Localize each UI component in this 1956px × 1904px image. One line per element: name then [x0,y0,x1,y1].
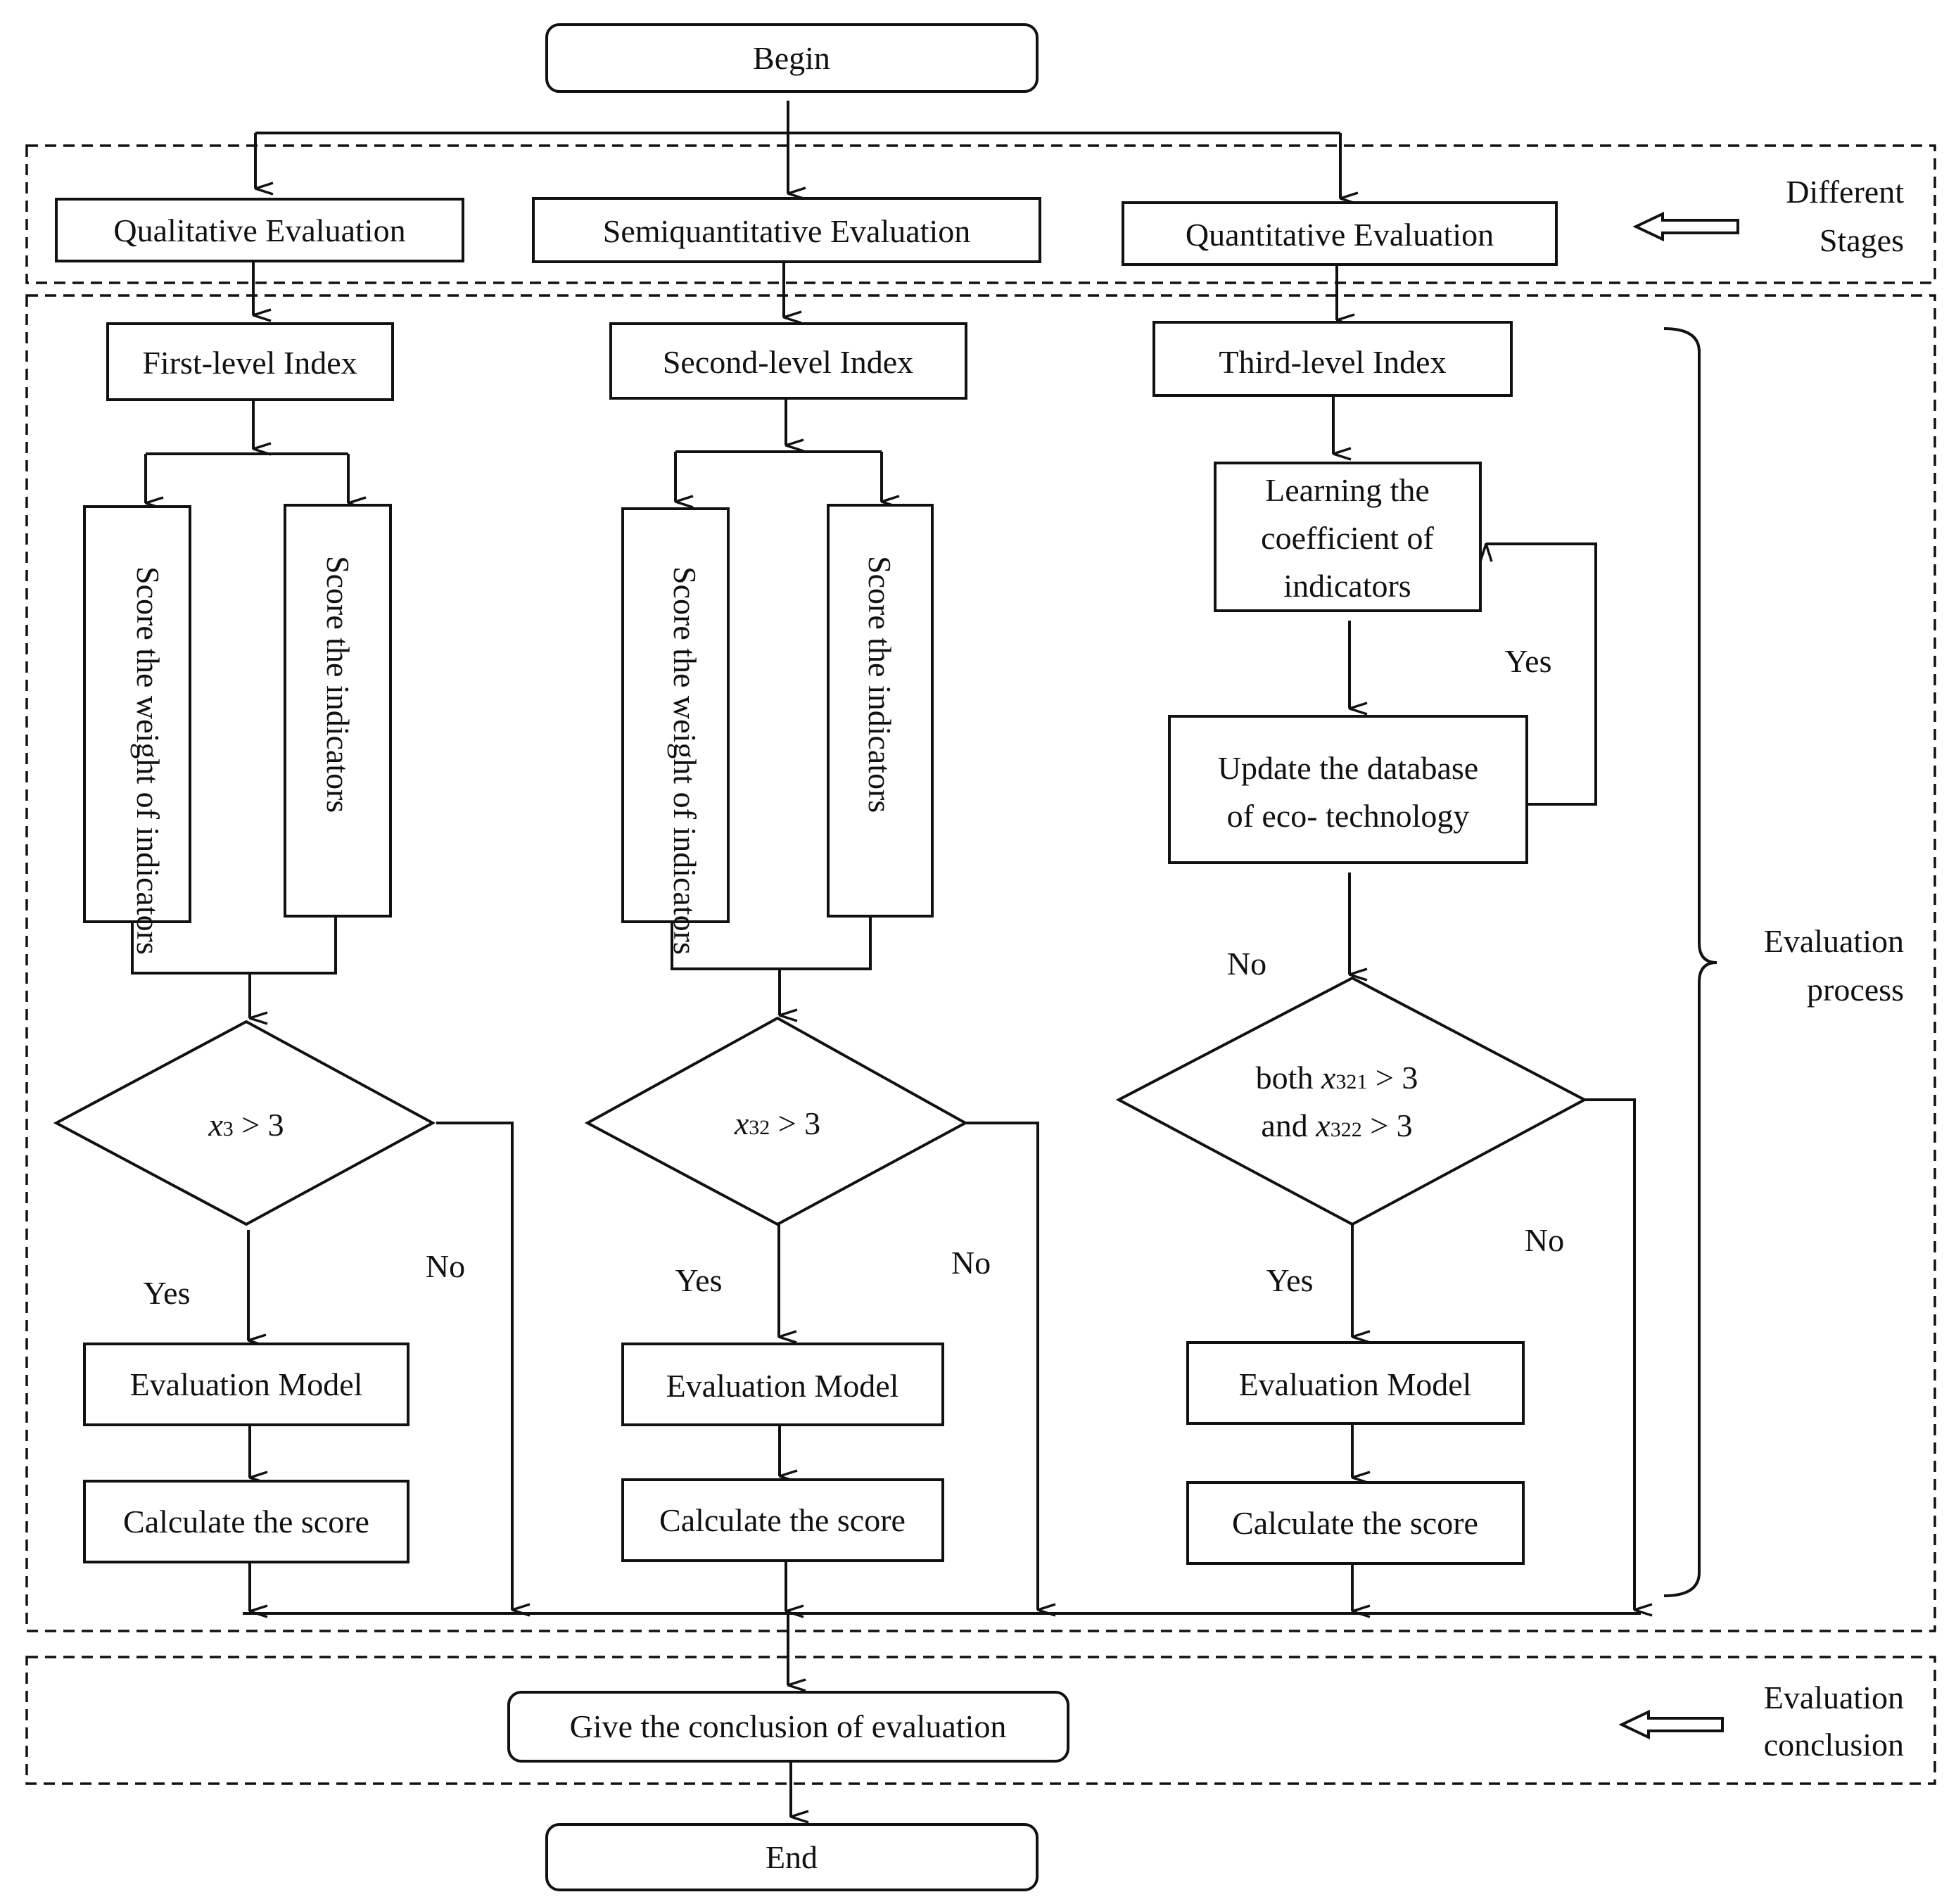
col1-calculate-score-label: Calculate the score [123,1504,369,1540]
learning-coefficient-line2: coefficient of [1261,520,1434,556]
different-stages-label-line2: Stages [1820,222,1904,258]
quantitative-evaluation-box [1122,201,1558,266]
col2-calculate-score-box [621,1478,944,1562]
evaluation-process-label-line1: Evaluation [1764,923,1904,959]
col1-decision-diamond [53,1020,436,1226]
col3-decision-label-line2: and x322 > 3 [1261,1108,1412,1143]
update-database-line2: of eco- technology [1227,798,1470,834]
update-database-line1: Update the database [1218,750,1478,786]
col3-no-label: No [1525,1222,1564,1258]
conclusion-box [507,1691,1069,1763]
evaluation-conclusion-label-line2: conclusion [1764,1727,1904,1763]
evaluation-process-label-line2: process [1807,972,1904,1008]
first-level-index-box [106,322,394,401]
process-frame [25,294,1936,1632]
stages-hollow-arrow [1632,211,1739,242]
end-label: End [766,1839,818,1875]
col1-score-weight-box [83,505,191,923]
col3-decision-label-line1: both x321 > 3 [1256,1060,1418,1096]
different-stages-label-line1: Different [1786,174,1904,210]
col2-score-weight-box [621,507,730,923]
col1-score-weight-label: Score the weight of indicators [130,566,166,955]
begin-label: Begin [753,40,830,76]
col3-no-connector [1585,1098,1634,1610]
col1-yes-label: Yes [144,1275,191,1311]
qualitative-evaluation-label: Qualitative Evaluation [113,212,405,248]
conclusion-frame [25,1656,1936,1785]
col2-evaluation-model-box [621,1343,944,1426]
col3-yes-label: Yes [1266,1262,1314,1298]
col1-merge-connector [131,916,337,975]
col2-no-label: No [951,1245,991,1281]
second-level-index-label: Second-level Index [663,344,913,380]
semiquantitative-evaluation-label: Semiquantitative Evaluation [603,213,971,249]
col1-evaluation-model-label: Evaluation Model [130,1366,363,1402]
col2-score-indicators-box [827,504,934,918]
col3-decision-diamond [1115,976,1588,1226]
col2-no-connector [965,1122,1038,1610]
col3-calculate-score-box [1186,1481,1525,1565]
col2-score-weight-label: Score the weight of indicators [667,566,703,955]
col2-decision-label: x32 > 3 [734,1105,820,1141]
col3-evaluation-model-box [1186,1341,1525,1425]
loop-yes-label: Yes [1505,643,1552,679]
col1-decision-label: x3 > 3 [208,1107,284,1143]
third-level-index-box [1152,321,1513,397]
learning-coefficient-line1: Learning the [1265,472,1430,508]
col1-no-label: No [426,1248,465,1284]
conclusion-hollow-arrow [1618,1709,1724,1740]
qualitative-evaluation-box [55,198,464,262]
col1-calculate-score-box [83,1480,409,1563]
update-loop-connector [1486,542,1597,806]
begin-terminal [545,23,1039,93]
col3-evaluation-model-label: Evaluation Model [1239,1366,1472,1402]
end-terminal [545,1823,1039,1891]
col1-score-indicators-label: Score the indicators [320,556,356,813]
evaluation-conclusion-label-line1: Evaluation [1764,1680,1904,1715]
quantitative-evaluation-label: Quantitative Evaluation [1186,217,1494,253]
col2-yes-label: Yes [675,1262,723,1298]
col1-score-indicators-box [284,504,392,918]
col3-no-top-label: No [1227,946,1266,982]
conclusion-label: Give the conclusion of evaluation [570,1708,1007,1744]
learning-coefficient-line3: indicators [1283,568,1411,604]
third-level-index-label: Third-level Index [1219,344,1446,380]
second-level-index-box [609,322,967,400]
stages-frame [25,144,1936,284]
col1-evaluation-model-box [83,1343,409,1426]
col2-merge-connector [671,916,872,970]
evaluation-process-brace [1663,327,1717,1597]
first-level-index-label: First-level Index [142,345,357,381]
col1-no-connector [436,1122,512,1610]
update-database-box [1168,715,1528,864]
semiquantitative-evaluation-box [532,197,1041,263]
col2-calculate-score-label: Calculate the score [659,1502,906,1538]
learning-coefficient-box [1214,462,1482,612]
col3-calculate-score-label: Calculate the score [1232,1505,1478,1541]
col2-evaluation-model-label: Evaluation Model [666,1368,899,1404]
col2-score-indicators-label: Score the indicators [862,556,898,813]
